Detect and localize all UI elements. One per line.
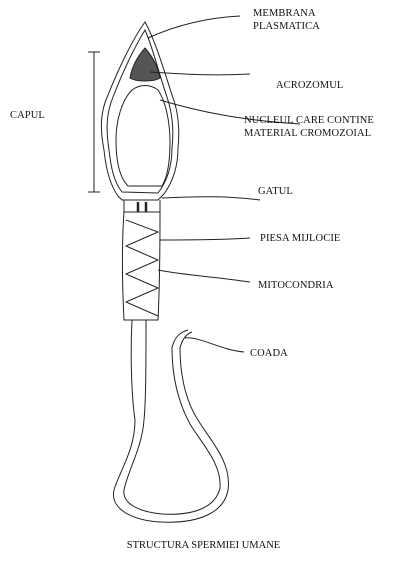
diagram-caption: STRUCTURA SPERMIEI UMANE — [0, 540, 407, 551]
capul-bracket — [88, 52, 100, 192]
label-membrana-line2: PLASMATICA — [253, 21, 320, 33]
label-acrozomul: ACROZOMUL — [276, 80, 343, 92]
label-nucleul-line2: MATERIAL CROMOZOIAL — [244, 128, 371, 140]
label-coada: COADA — [250, 348, 288, 360]
acrosome — [130, 48, 160, 81]
label-nucleul-line1: NUCLEUL CARE CONTINE — [244, 115, 374, 127]
label-capul: CAPUL — [10, 110, 45, 122]
label-gatul: GATUL — [258, 186, 293, 198]
neck — [124, 200, 160, 212]
mitochondria-spiral — [126, 220, 158, 316]
label-mitocondria: MITOCONDRIA — [258, 280, 334, 292]
label-piesa-mijlocie: PIESA MIJLOCIE — [260, 233, 340, 245]
tail — [113, 320, 228, 522]
midpiece — [123, 212, 161, 320]
label-membrana-line1: MEMBRANA — [253, 8, 316, 20]
